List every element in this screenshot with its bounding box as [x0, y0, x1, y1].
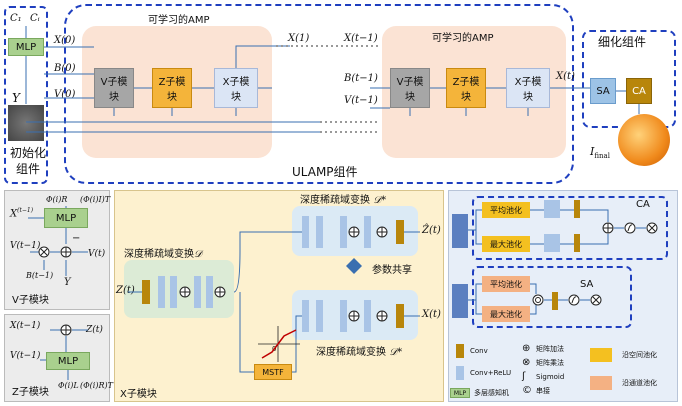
- legend-conv: Conv: [470, 347, 488, 355]
- legend-conv-relu-swatch: [456, 366, 464, 380]
- sa-avg-pool: 平均池化: [482, 276, 530, 292]
- noisy-image: [8, 105, 44, 141]
- legend-channel: 沿通道池化: [622, 379, 657, 387]
- legend-spatial: 沿空间池化: [622, 351, 657, 359]
- z-phi-label: Φ(i)L: [58, 381, 79, 390]
- z-hat-label: Ẑ(t): [422, 225, 441, 236]
- i-final-label: Ifinal: [590, 145, 610, 161]
- legend-mlp-badge: MLP: [450, 388, 470, 398]
- amp-title-2: 可学习的AMP: [432, 33, 494, 44]
- z-module-1: Z子模 块: [152, 68, 192, 108]
- x-out-label: X(t): [422, 309, 441, 320]
- legend-sigmoid: Sigmoid: [536, 373, 565, 381]
- ca-dashed: [472, 196, 668, 260]
- sparse-star-bottom-label: 深度稀疏域变换 𝒟*: [316, 347, 403, 358]
- v-vout-label: V(t): [88, 249, 106, 259]
- refine-title: 细化组件: [598, 35, 647, 49]
- v-minus-label: −: [72, 233, 81, 244]
- mstf-block: MSTF: [254, 364, 292, 380]
- ci-label: Cᵢ: [30, 13, 40, 24]
- legend-add-icon: ⊕: [522, 343, 531, 354]
- legend-mul: 矩阵乘法: [536, 359, 564, 367]
- ulamp-label: ULAMP组件: [292, 165, 358, 179]
- sparse-star-top-label: 深度稀疏域变换 𝒟*: [300, 195, 387, 206]
- z-vprev-label: V(t−1): [10, 351, 41, 361]
- legend-sigmoid-icon: ʃ: [522, 371, 526, 382]
- bt1-label: B(t−1): [344, 73, 378, 84]
- legend-concat: 串接: [536, 387, 550, 395]
- v-module-1: V子模 块: [94, 68, 134, 108]
- z-xprev-label: X(t−1): [10, 321, 41, 331]
- ca-title: CA: [636, 199, 650, 210]
- v-mlp: MLP: [44, 208, 88, 228]
- legend-mlp: 多层感知机: [474, 389, 509, 397]
- init-panel: [4, 6, 48, 184]
- sa-block: SA: [590, 78, 616, 104]
- c1-label: C₁: [10, 13, 22, 24]
- legend-conv-swatch: [456, 344, 464, 358]
- init-component-label: 初始化 组件: [9, 146, 46, 176]
- ca-feature-map: [452, 214, 468, 248]
- z-phi-t-label: (Φ(i)R)T: [80, 381, 113, 390]
- z-module-2: Z子模 块: [446, 68, 486, 108]
- vt1-label: V(t−1): [344, 95, 378, 106]
- x-submodule-label: X子模块: [120, 389, 157, 400]
- legend-conv-relu: Conv+ReLU: [470, 369, 512, 377]
- v-submodule-label: V子模块: [12, 295, 49, 306]
- orange-image: [618, 114, 670, 166]
- z-mlp: MLP: [46, 352, 90, 370]
- legend-spatial-swatch: [590, 348, 612, 362]
- v-y-label: Y: [64, 277, 71, 288]
- x0-label: X(0): [54, 35, 76, 46]
- legend-add: 矩阵加法: [536, 345, 564, 353]
- v0-label: V(0): [54, 89, 76, 100]
- z-input-label: Z(t): [116, 285, 135, 296]
- ulamp-panel: [64, 4, 574, 184]
- z-zout-label: Z(t): [86, 325, 103, 335]
- x-module-2: X子模 块: [506, 68, 550, 108]
- b0-label: B(0): [54, 63, 76, 74]
- xt1-label: X(t−1): [344, 33, 378, 44]
- v-phi-t-label: (Φ(i)I)T: [80, 195, 111, 204]
- init-mlp: MLP: [8, 38, 44, 56]
- ca-max-pool: 最大池化: [482, 236, 530, 252]
- legend-concat-icon: ©: [522, 385, 532, 396]
- v-vprev-label: V(t−1): [10, 241, 41, 251]
- sa-dashed: [472, 266, 632, 328]
- z-submodule-label: Z子模块: [12, 387, 49, 398]
- sa-max-pool: 最大池化: [482, 306, 530, 322]
- v-x-in-label: X(t−1): [10, 207, 34, 220]
- x1-label: X(1): [288, 33, 310, 44]
- v-module-2: V子模 块: [390, 68, 430, 108]
- attention-panel: [448, 190, 678, 402]
- ca-avg-pool: 平均池化: [482, 202, 530, 218]
- ca-block: CA: [626, 78, 652, 104]
- xt-label: X(t): [556, 71, 575, 82]
- sparse-d-label: 深度稀疏域变换𝒟: [124, 249, 202, 260]
- amp-title-1: 可学习的AMP: [148, 15, 210, 26]
- top-connectors: [25, 26, 640, 133]
- param-share-label: 参数共享: [372, 265, 412, 276]
- sa-title: SA: [580, 279, 594, 290]
- sa-feature-map: [452, 284, 468, 318]
- y-input-label: Y: [12, 91, 20, 105]
- x-module-1: X子模 块: [214, 68, 258, 108]
- legend-mul-icon: ⊗: [522, 357, 531, 368]
- v-bprev-label: B(t−1): [26, 271, 54, 280]
- v-phi-label: Φ(i)R: [46, 195, 68, 204]
- legend-channel-swatch: [590, 376, 612, 390]
